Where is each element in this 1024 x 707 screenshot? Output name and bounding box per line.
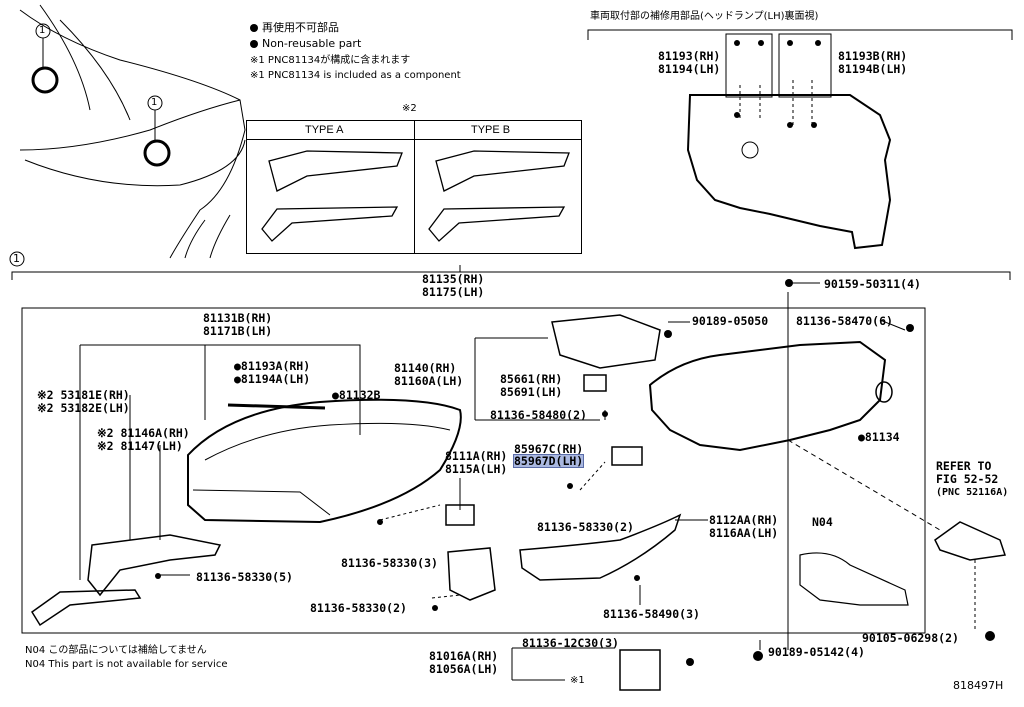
legend-nonreuse-jp: 再使用不可部品 — [250, 22, 339, 34]
part-53181e[interactable]: ※2 53181E(RH) — [37, 388, 130, 402]
part-81135[interactable]: 81135(RH) — [422, 272, 485, 286]
part-90189-05050[interactable]: 90189-05050 — [692, 314, 769, 328]
type-variants-box: TYPE A TYPE B — [246, 120, 582, 254]
callout-number-main: 1 — [13, 252, 20, 265]
diagram-id: 818497H — [953, 679, 1004, 692]
legend-note1-en: ※1 PNC81134 is included as a component — [250, 70, 461, 81]
headlamp-lens — [187, 398, 462, 524]
upper-module — [551, 314, 661, 369]
ecu-85967 — [611, 446, 643, 466]
part-81194[interactable]: 81194(LH) — [658, 62, 721, 76]
headlamp-housing — [648, 340, 887, 452]
part-81136-58490[interactable]: 81136-58490(3) — [603, 607, 700, 621]
part-81175[interactable]: 81175(LH) — [422, 285, 485, 299]
part-85661[interactable]: 85661(RH) — [500, 372, 563, 386]
callout-number-2: 1 — [151, 97, 158, 108]
headlamp-callout-circle-2 — [143, 139, 171, 167]
lamp-8112aa — [519, 513, 682, 581]
part-53182e[interactable]: ※2 53182E(LH) — [37, 401, 130, 415]
part-81136-58330-3[interactable]: 81136-58330(3) — [341, 556, 438, 570]
type-divider — [414, 121, 415, 253]
part-81016a[interactable]: 81016A(RH) — [429, 649, 499, 663]
module-85661 — [583, 374, 607, 392]
part-81171b[interactable]: 81171B(LH) — [203, 324, 273, 338]
part-81136-58470[interactable]: 81136-58470(6) — [796, 314, 893, 328]
type-variants-art — [261, 150, 570, 242]
part-81193b[interactable]: 81193B(RH) — [838, 49, 908, 63]
part-8116aa[interactable]: 8116AA(LH) — [709, 526, 779, 540]
part-90189-05142[interactable]: 90189-05142(4) — [768, 645, 865, 659]
part-81136-58330-2b[interactable]: 81136-58330(2) — [310, 601, 407, 615]
part-85967c[interactable]: 85967C(RH) — [514, 442, 584, 456]
wire-harness — [799, 552, 909, 606]
leveling-actuator — [619, 649, 661, 691]
part-81194b[interactable]: 81194B(LH) — [838, 62, 908, 76]
part-8115a[interactable]: 8115A(LH) — [445, 462, 508, 476]
part-81140[interactable]: 81140(RH) — [394, 361, 457, 375]
part-81193[interactable]: 81193(RH) — [658, 49, 721, 63]
headlamp-rear-outline — [686, 94, 892, 250]
part-81131b[interactable]: 81131B(RH) — [203, 311, 273, 325]
headlamp-callout-circle-1 — [31, 66, 59, 94]
bracket-lower — [447, 547, 496, 601]
part-8112aa[interactable]: 8112AA(RH) — [709, 513, 779, 527]
part-81056a[interactable]: 81056A(LH) — [429, 662, 499, 676]
legend-nonreuse-en: Non-reusable part — [250, 38, 361, 50]
refer-line-3[interactable]: (PNC 52116A) — [936, 487, 1009, 498]
type-note-mark: ※2 — [402, 103, 417, 114]
part-8111a[interactable]: 8111A(RH) — [445, 449, 508, 463]
side-bracket — [87, 534, 222, 597]
part-81146a[interactable]: ※2 81146A(RH) — [97, 426, 190, 440]
part-81136-58480[interactable]: 81136-58480(2) — [490, 408, 587, 422]
part-85967d[interactable]: 85967D(LH) — [512, 454, 585, 468]
side-garnish — [30, 589, 142, 627]
footer-n04-jp: N04 この部品については補給してません — [25, 645, 207, 656]
part-81136-58330-5[interactable]: 81136-58330(5) — [196, 570, 293, 584]
bracket-8111a — [445, 504, 475, 526]
refer-line-1: REFER TO — [936, 459, 992, 473]
type-b-label: TYPE B — [471, 124, 511, 136]
car-body-sketch — [19, 4, 246, 259]
part-90105-06298[interactable]: 90105-06298(2) — [862, 631, 959, 645]
part-85691[interactable]: 85691(LH) — [500, 385, 563, 399]
legend-dot — [250, 40, 258, 48]
part-81136-12c30[interactable]: 81136-12C30(3) — [522, 636, 619, 650]
part-90159-50311[interactable]: 90159-50311(4) — [824, 277, 921, 291]
refer-bracket — [934, 521, 1006, 561]
part-81193a[interactable]: ●81193A(RH) — [234, 359, 311, 373]
legend-note1-jp: ※1 PNC81134が構成に含まれます — [250, 55, 411, 66]
grommet-81134 — [875, 381, 893, 403]
part-81132b[interactable]: ●81132B — [332, 388, 381, 402]
part-81160a[interactable]: 81160A(LH) — [394, 374, 464, 388]
service-section-title: 車両取付部の補修用部品(ヘッドランプ(LH)裏面視) — [590, 11, 819, 22]
note1-mark: ※1 — [570, 675, 585, 686]
part-81136-58330-2a[interactable]: 81136-58330(2) — [537, 520, 634, 534]
main-assembly-frame — [21, 307, 926, 634]
type-a-label: TYPE A — [305, 124, 344, 136]
legend-dot — [250, 24, 258, 32]
n04-label: N04 — [812, 515, 833, 529]
part-81147[interactable]: ※2 81147(LH) — [97, 439, 183, 453]
callout-number-1: 1 — [39, 25, 46, 36]
refer-line-2: FIG 52-52 — [936, 472, 999, 486]
part-81134[interactable]: ●81134 — [858, 430, 900, 444]
footer-n04-en: N04 This part is not available for servi… — [25, 659, 228, 670]
part-81194a[interactable]: ●81194A(LH) — [234, 372, 311, 386]
